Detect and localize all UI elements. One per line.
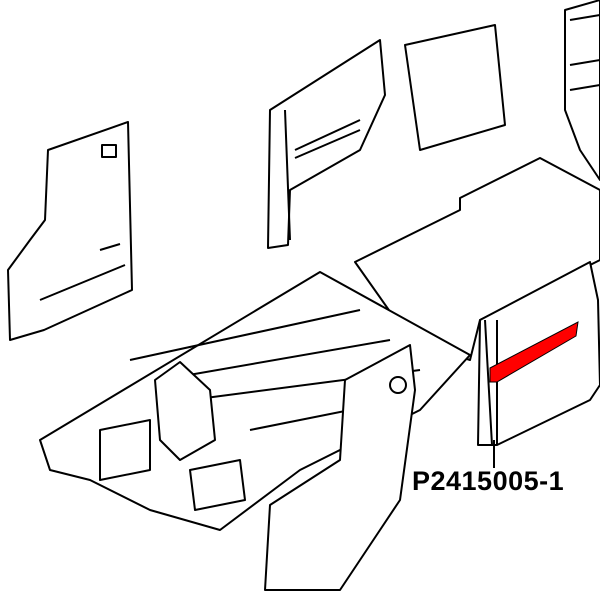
rear-corner-panel (564, 0, 600, 181)
door-panel-upper-left (267, 39, 386, 249)
left-side-panel (7, 121, 133, 341)
right-side-trim-panel (477, 261, 600, 446)
door-panel-lower-left (264, 344, 416, 591)
part-number-label: P2415005-1 (412, 466, 565, 496)
roof-panel (404, 24, 506, 151)
highlighted-trim-strip[interactable] (489, 321, 579, 383)
front-floor-mat (39, 271, 471, 531)
